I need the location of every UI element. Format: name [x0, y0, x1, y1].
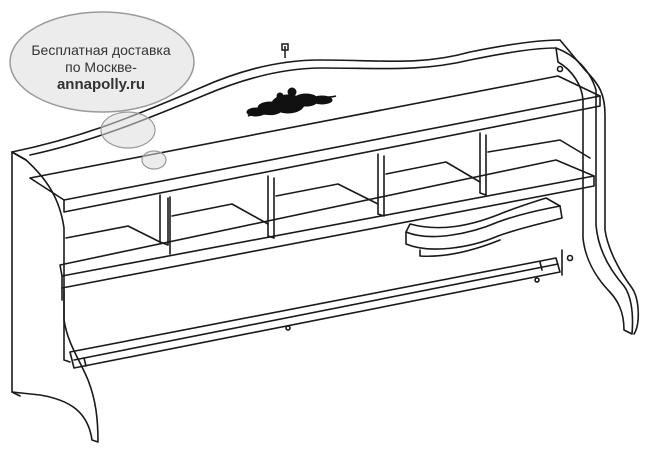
- hook-icon: [281, 43, 289, 58]
- small-shelf: [405, 205, 563, 250]
- left-side-panel: [11, 151, 99, 443]
- floral-ornament-icon: [246, 87, 337, 117]
- back-panel: [11, 39, 640, 335]
- promo-text: Бесплатная доставка по Москве- annapolly…: [12, 42, 190, 93]
- middle-shelf: [59, 159, 595, 289]
- promo-line-2: по Москве-: [65, 59, 137, 75]
- promo-line-1: Бесплатная доставка: [31, 42, 171, 58]
- promo-bubble: [9, 11, 195, 170]
- promo-link[interactable]: annapolly.ru: [56, 76, 146, 93]
